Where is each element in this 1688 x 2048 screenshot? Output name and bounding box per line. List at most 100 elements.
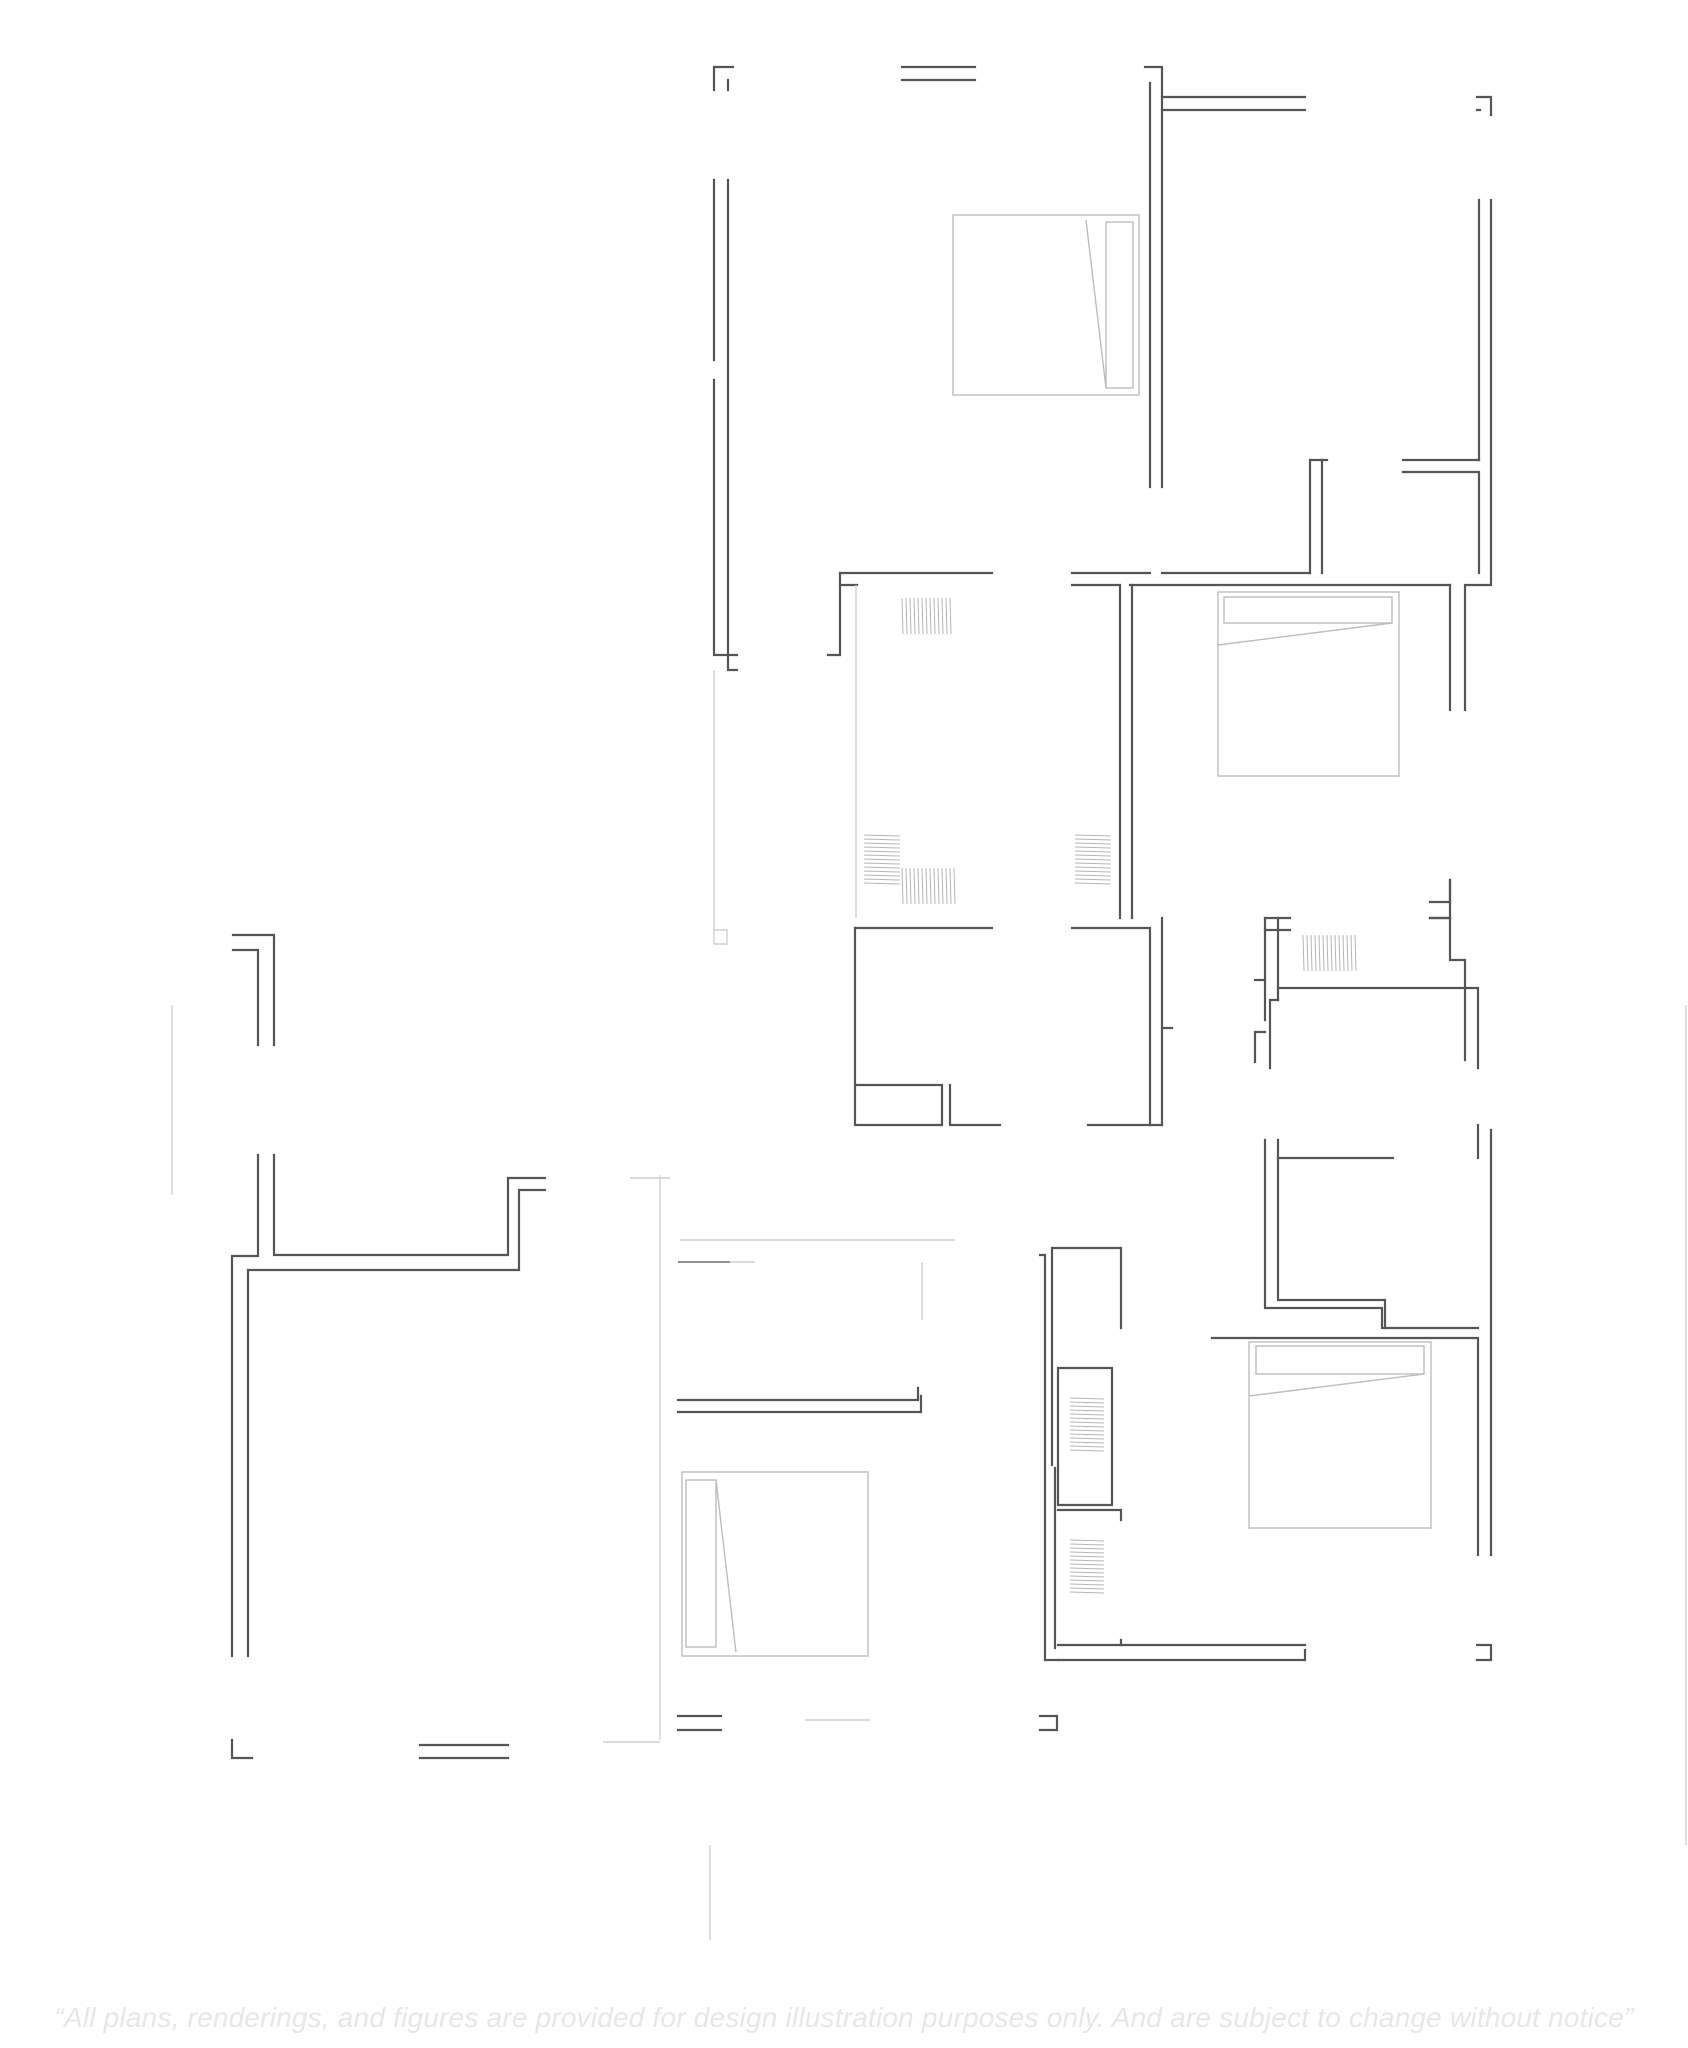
hatch-line	[953, 867, 956, 905]
hatch-line	[863, 834, 901, 837]
hatch-line	[863, 870, 901, 873]
hatch-line	[905, 597, 908, 635]
hatch-line	[1069, 1563, 1105, 1566]
disclaimer-text: “All plans, renderings, and figures are …	[54, 2002, 1634, 2033]
bed-right-lower	[1248, 1341, 1432, 1529]
hatch-line	[921, 867, 924, 905]
hatch-line	[1074, 850, 1112, 853]
hatch-line	[933, 867, 936, 905]
hatch-line	[1069, 1429, 1105, 1432]
hatch-line	[1069, 1437, 1105, 1440]
hatch-line	[933, 597, 936, 635]
hatch-line	[1069, 1401, 1105, 1404]
hatch-line	[945, 867, 948, 905]
hatch-line	[1069, 1583, 1105, 1586]
hatch-line	[925, 867, 928, 905]
hatch-line	[863, 842, 901, 845]
hatch-line	[863, 862, 901, 865]
hatch-line	[921, 597, 924, 635]
hatch-line	[1350, 934, 1353, 972]
hatch-line	[1069, 1555, 1105, 1558]
hatch-line	[917, 597, 920, 635]
hatch-line	[1074, 874, 1112, 877]
hatch-line	[1069, 1551, 1105, 1554]
hatch-line	[1069, 1413, 1105, 1416]
hatch-line	[1326, 934, 1329, 972]
hatch-line	[1069, 1575, 1105, 1578]
hatch-line	[901, 597, 904, 635]
walls	[230, 65, 1493, 1760]
wardrobe-hatching	[863, 597, 1357, 1594]
interior-lines	[171, 585, 1687, 1940]
hatch-line	[945, 597, 948, 635]
hatch-line	[1342, 934, 1345, 972]
hatch-line	[901, 867, 904, 905]
hatch-line	[929, 597, 932, 635]
hatch-line	[1322, 934, 1325, 972]
hatch-line	[1074, 866, 1112, 869]
hatch-line	[909, 867, 912, 905]
hatch-line	[863, 878, 901, 881]
hatch-line	[1069, 1591, 1105, 1594]
hatch-line	[1074, 846, 1112, 849]
hatch-line	[937, 597, 940, 635]
hatch-line	[1074, 834, 1112, 837]
hatch-line	[1069, 1559, 1105, 1562]
hatch-line	[1074, 838, 1112, 841]
hatch-line	[1074, 854, 1112, 857]
hatch-line	[863, 850, 901, 853]
hatch-line	[917, 867, 920, 905]
hatch-line	[863, 854, 901, 857]
hatch-line	[1074, 870, 1112, 873]
hatch-line	[1069, 1409, 1105, 1412]
hatch-line	[1338, 934, 1341, 972]
hatch-line	[1069, 1421, 1105, 1424]
hatch-line	[929, 867, 932, 905]
hatch-line	[909, 597, 912, 635]
bed-right-upper	[1217, 591, 1400, 777]
hatch-line	[1306, 934, 1309, 972]
hatch-line	[1069, 1547, 1105, 1550]
hatch-line	[1314, 934, 1317, 972]
hatch-line	[1302, 934, 1305, 972]
hatch-line	[949, 597, 952, 635]
hatch-line	[1334, 934, 1337, 972]
hatch-line	[863, 874, 901, 877]
hatch-line	[941, 597, 944, 635]
hatch-line	[1330, 934, 1333, 972]
hatch-line	[913, 867, 916, 905]
hatch-line	[1310, 934, 1313, 972]
hatch-line	[905, 867, 908, 905]
hatch-line	[1069, 1587, 1105, 1590]
hatch-line	[1074, 858, 1112, 861]
hatch-line	[1069, 1539, 1105, 1542]
hatch-line	[863, 866, 901, 869]
hatch-line	[1069, 1543, 1105, 1546]
hatch-line	[1074, 878, 1112, 881]
hatch-line	[863, 838, 901, 841]
hatch-line	[1069, 1397, 1105, 1400]
hatch-line	[941, 867, 944, 905]
bed-bottom	[681, 1471, 869, 1657]
hatch-line	[1069, 1425, 1105, 1428]
hatch-line	[1354, 934, 1357, 972]
hatch-line	[863, 882, 901, 885]
hatch-line	[1074, 882, 1112, 885]
hatch-line	[1069, 1571, 1105, 1574]
hatch-line	[925, 597, 928, 635]
hatch-line	[1069, 1579, 1105, 1582]
hatch-line	[1069, 1417, 1105, 1420]
hatch-line	[913, 597, 916, 635]
hatch-line	[1069, 1441, 1105, 1444]
hatch-line	[1074, 842, 1112, 845]
hatch-line	[1069, 1405, 1105, 1408]
hatch-line	[937, 867, 940, 905]
hatch-line	[1074, 862, 1112, 865]
hatch-line	[1069, 1433, 1105, 1436]
hatch-line	[1318, 934, 1321, 972]
hatch-line	[1069, 1567, 1105, 1570]
bed-top	[952, 214, 1140, 396]
hatch-line	[949, 867, 952, 905]
hatch-line	[863, 846, 901, 849]
